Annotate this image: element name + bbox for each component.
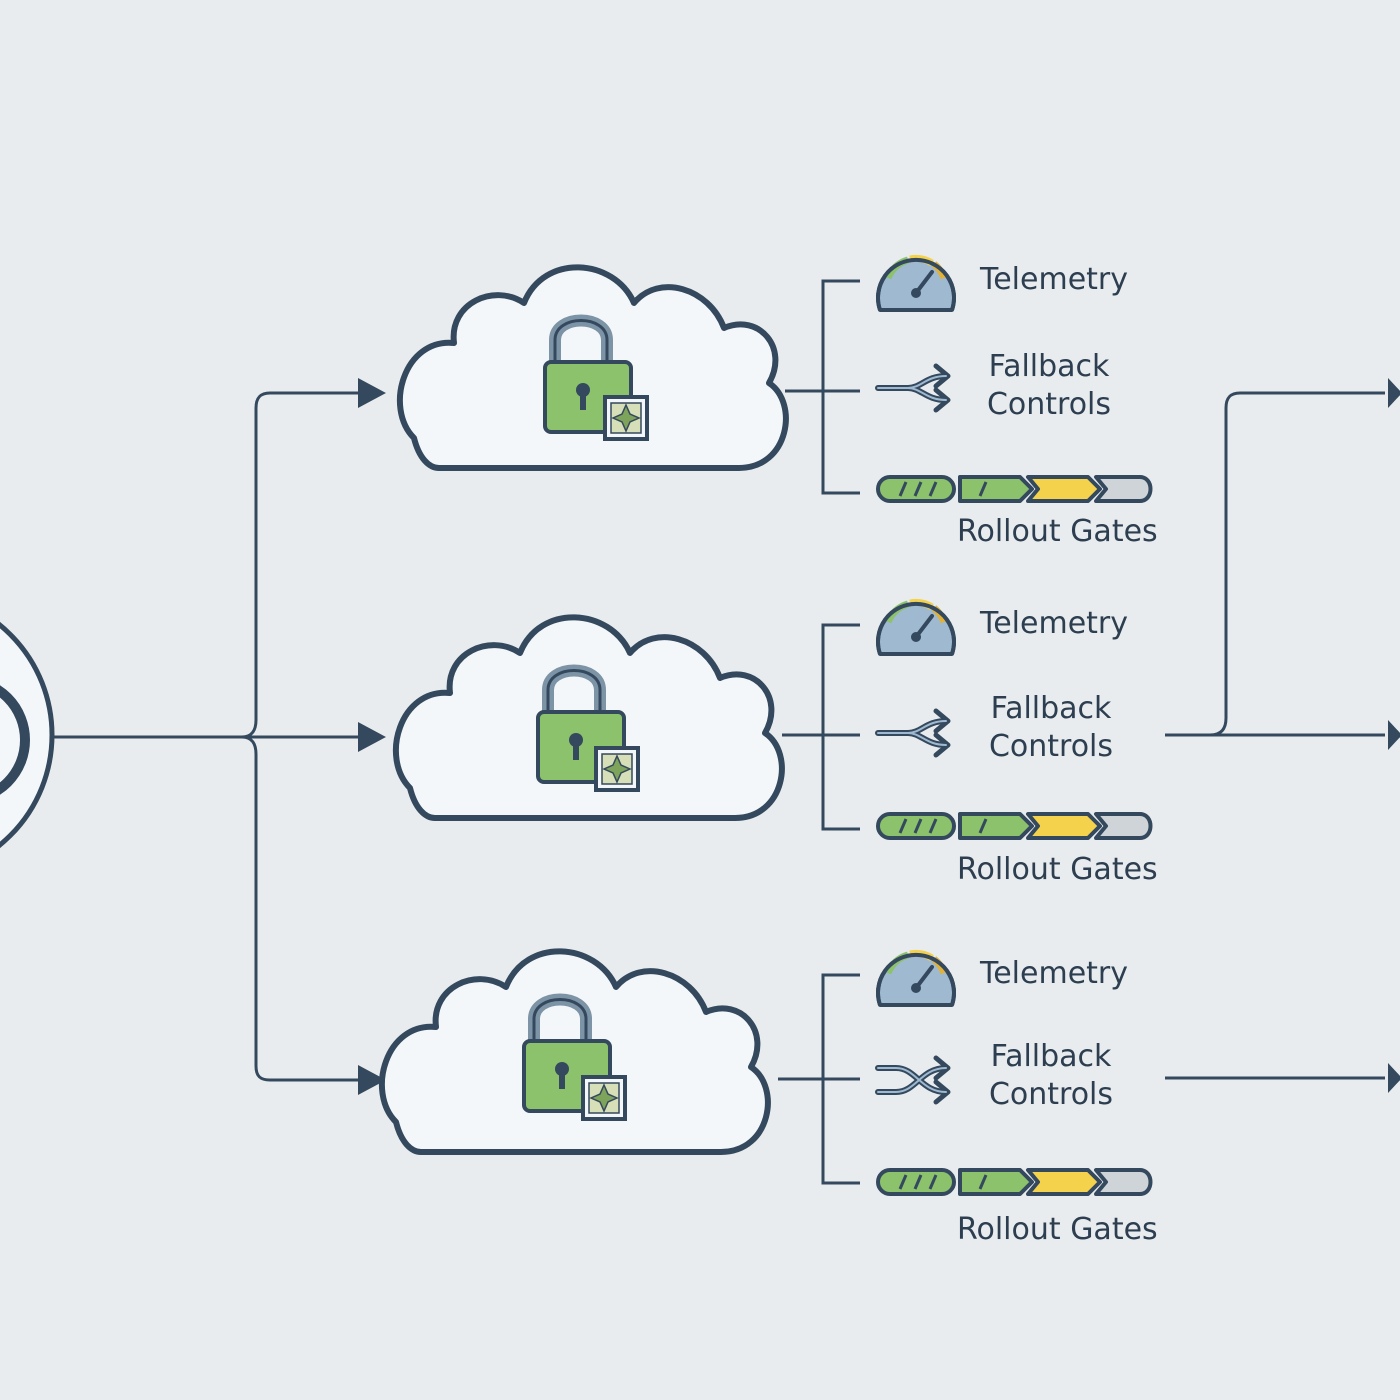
branch-2 <box>396 602 1153 840</box>
fallback-label-line2: Controls <box>986 386 1112 422</box>
progress-gates-icon <box>876 812 1153 840</box>
source-node <box>0 621 55 849</box>
fallback-controls-label: Fallback Controls <box>986 690 1116 765</box>
output-arrowhead-middle <box>1388 720 1400 750</box>
output-connector-top <box>1209 391 1385 737</box>
output-arrowhead-top <box>1388 378 1400 408</box>
bracket-3 <box>778 973 860 1185</box>
fanout-arrowheads <box>358 378 386 1095</box>
output-connectors <box>1165 391 1385 1080</box>
gauge-icon <box>878 602 954 654</box>
fallback-label-line2: Controls <box>988 728 1114 764</box>
bracket-1 <box>785 279 860 495</box>
arrowhead-bottom <box>358 1065 386 1095</box>
progress-gates-icon <box>876 1168 1153 1196</box>
telemetry-label: Telemetry <box>980 262 1129 297</box>
fork-arrows-icon <box>878 366 948 410</box>
branch-3 <box>382 951 1153 1196</box>
output-arrowheads <box>1388 378 1400 1093</box>
connector-bottom <box>241 735 360 1082</box>
telemetry-label: Telemetry <box>980 606 1129 641</box>
output-arrowhead-bottom <box>1388 1063 1400 1093</box>
branch-1 <box>400 258 1153 503</box>
rollout-gates-label: Rollout Gates <box>957 852 1158 887</box>
gauge-icon <box>878 258 954 310</box>
rollout-gates-label: Rollout Gates <box>957 1212 1158 1247</box>
circle-node-inner <box>0 685 30 795</box>
bracket-2 <box>782 623 860 831</box>
arrowhead-middle <box>358 722 386 752</box>
rollout-gates-label: Rollout Gates <box>957 514 1158 549</box>
fallback-label-line1: Fallback <box>990 691 1112 726</box>
fork-arrows-icon <box>878 711 948 755</box>
fallback-controls-label: Fallback Controls <box>986 1038 1116 1113</box>
telemetry-label: Telemetry <box>980 956 1129 991</box>
shuffle-arrows-icon <box>878 1058 948 1102</box>
chip-icon <box>594 746 640 792</box>
fallback-controls-label: Fallback Controls <box>984 348 1114 423</box>
progress-gates-icon <box>876 475 1153 503</box>
connector-top <box>241 391 360 739</box>
fallback-label-line1: Fallback <box>990 1039 1112 1074</box>
chip-icon <box>603 395 649 441</box>
arrowhead-top <box>358 378 386 408</box>
fallback-label-line2: Controls <box>988 1076 1114 1112</box>
gauge-icon <box>878 953 954 1005</box>
fallback-label-line1: Fallback <box>988 349 1110 384</box>
fanout-connectors <box>52 391 360 1082</box>
chip-icon <box>581 1075 627 1121</box>
